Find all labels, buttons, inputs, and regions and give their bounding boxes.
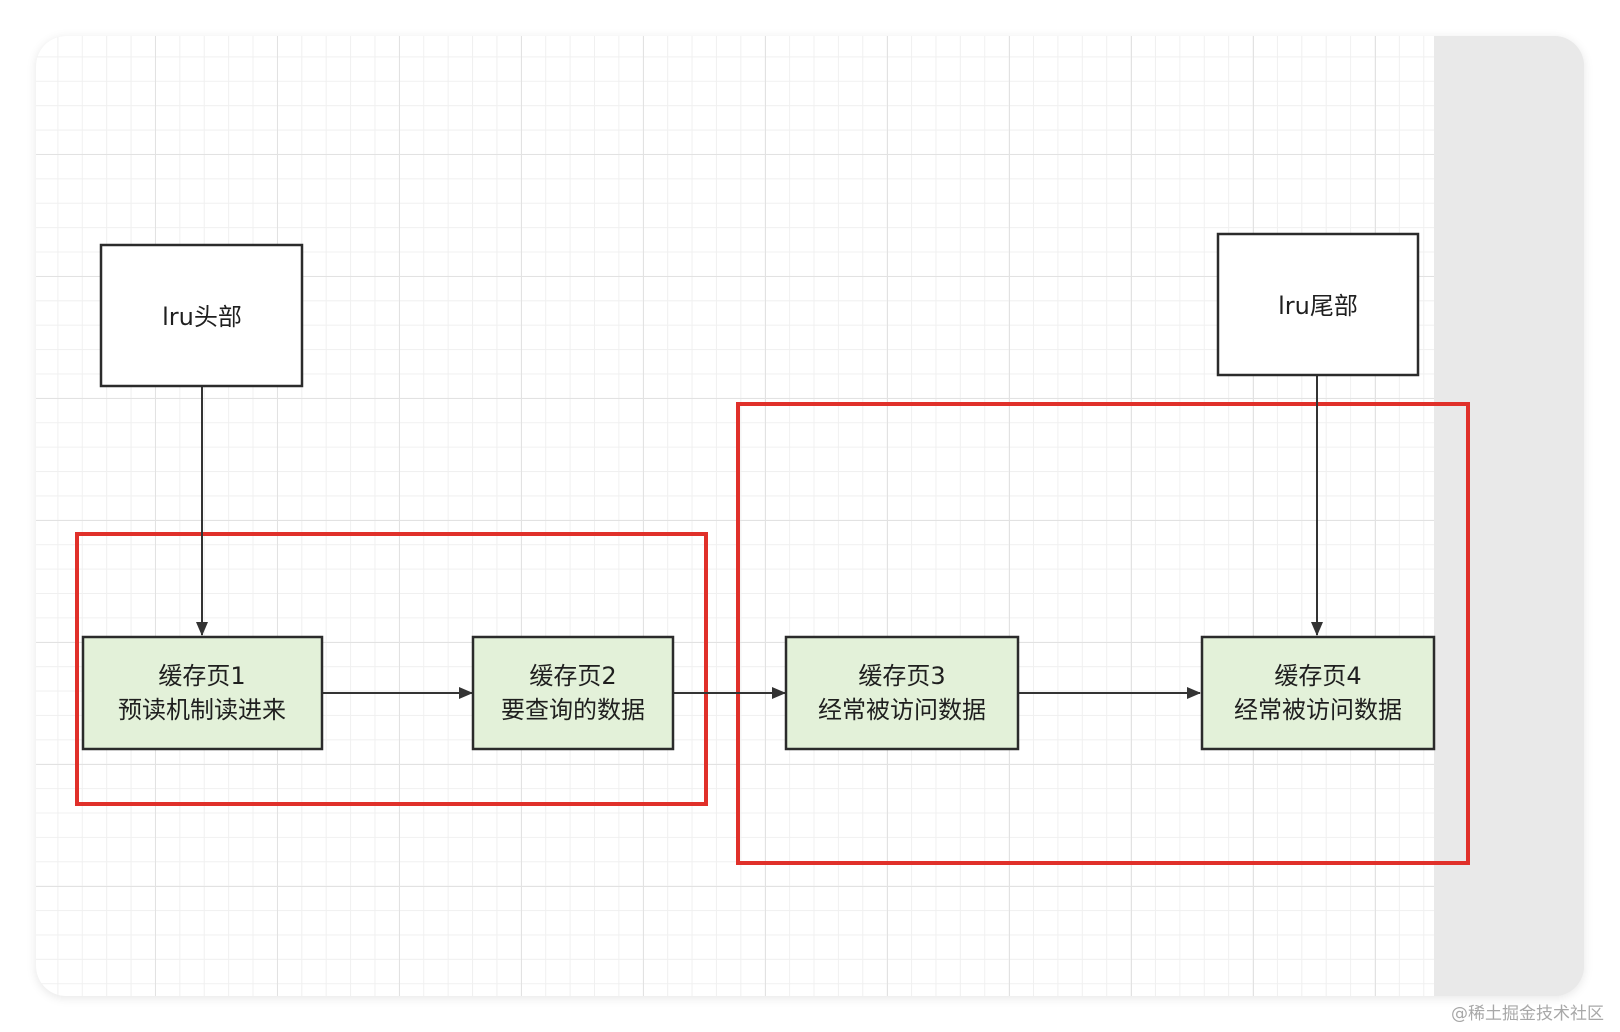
highlight-region-left bbox=[75, 532, 708, 806]
cache-page-3-title: 缓存页3 bbox=[858, 662, 945, 690]
lru-tail-node: lru尾部 bbox=[1216, 232, 1420, 377]
watermark: @稀土掘金技术社区 bbox=[1451, 1004, 1604, 1024]
cache-page-2-desc: 要查询的数据 bbox=[501, 696, 645, 724]
cache-page-4-title: 缓存页4 bbox=[1274, 662, 1361, 690]
cache-page-2-node: 缓存页2 要查询的数据 bbox=[471, 635, 675, 751]
lru-tail-label: lru尾部 bbox=[1278, 292, 1358, 320]
cache-page-4-desc: 经常被访问数据 bbox=[1234, 696, 1402, 724]
cache-page-2-title: 缓存页2 bbox=[529, 662, 616, 690]
cache-page-1-desc: 预读机制读进来 bbox=[118, 696, 286, 724]
cache-page-1-node: 缓存页1 预读机制读进来 bbox=[81, 635, 324, 751]
diagram-card bbox=[36, 36, 1584, 996]
lru-head-label: lru头部 bbox=[162, 303, 242, 331]
grid-canvas bbox=[36, 36, 1434, 996]
cache-page-3-node: 缓存页3 经常被访问数据 bbox=[784, 635, 1020, 751]
cache-page-1-title: 缓存页1 bbox=[158, 662, 245, 690]
cache-page-3-desc: 经常被访问数据 bbox=[818, 696, 986, 724]
lru-head-node: lru头部 bbox=[99, 243, 304, 388]
cache-page-4-node: 缓存页4 经常被访问数据 bbox=[1200, 635, 1436, 751]
side-panel bbox=[1434, 36, 1584, 996]
highlight-region-right bbox=[736, 402, 1470, 865]
